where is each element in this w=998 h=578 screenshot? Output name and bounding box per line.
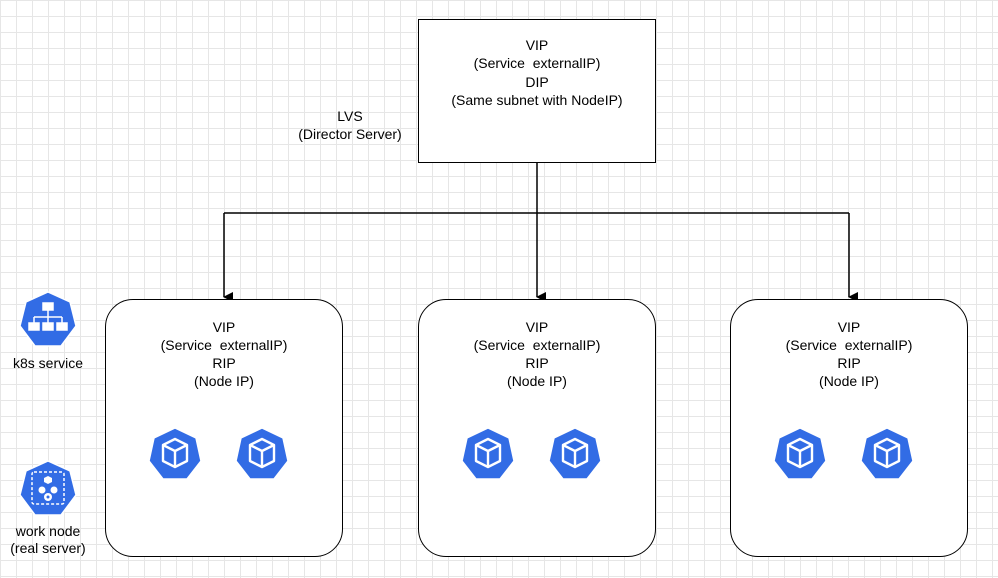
node-rip: RIP <box>525 355 549 371</box>
pod-icon <box>460 426 516 482</box>
node-vip: VIP <box>837 319 861 335</box>
pod-icon <box>859 426 915 482</box>
legend-node-label-line1: work node <box>15 523 81 539</box>
work-node-2: VIP (Service externalIP) RIP (Node IP) <box>418 299 656 557</box>
director-vip: VIP <box>525 37 549 53</box>
node-rip: RIP <box>837 355 861 371</box>
lvs-label-line2: (Director Server) <box>298 126 402 142</box>
node-vip: VIP <box>525 319 549 335</box>
node-rip: RIP <box>212 355 236 371</box>
pod-icon <box>772 426 828 482</box>
director-dip: DIP <box>525 74 549 90</box>
work-node-1: VIP (Service externalIP) RIP (Node IP) <box>105 299 343 557</box>
node-vip-desc: (Service externalIP) <box>473 337 601 353</box>
pod-icon <box>547 426 603 482</box>
lvs-label: LVS (Director Server) <box>290 107 410 143</box>
legend-service-label: k8s service <box>12 355 84 371</box>
pod-icon <box>234 426 290 482</box>
node-vip-desc: (Service externalIP) <box>160 337 288 353</box>
node-rip-desc: (Node IP) <box>819 373 879 389</box>
k8s-node-icon <box>19 460 77 516</box>
node-rip-desc: (Node IP) <box>194 373 254 389</box>
pod-icon <box>147 426 203 482</box>
director-vip-desc: (Service externalIP) <box>473 55 601 71</box>
node-vip: VIP <box>212 319 236 335</box>
node-vip-desc: (Service externalIP) <box>785 337 913 353</box>
work-node-3: VIP (Service externalIP) RIP (Node IP) <box>730 299 968 557</box>
director-dip-desc: (Same subnet with NodeIP) <box>451 92 623 108</box>
legend-node-label-line2: (real server) <box>10 540 86 556</box>
lvs-label-line1: LVS <box>337 108 363 124</box>
node-rip-desc: (Node IP) <box>507 373 567 389</box>
director-server-box: VIP (Service externalIP) DIP (Same subne… <box>418 19 656 163</box>
legend-node-label: work node (real server) <box>0 523 98 557</box>
k8s-service-icon <box>19 291 77 347</box>
